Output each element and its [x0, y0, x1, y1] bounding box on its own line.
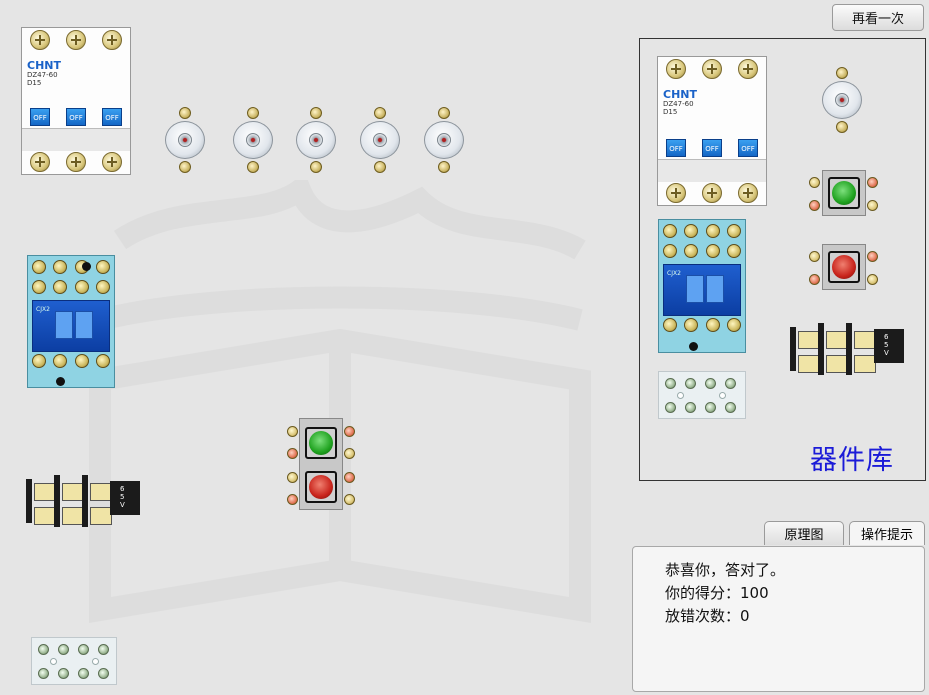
socket-screw-icon	[179, 107, 191, 119]
socket-screw-icon	[247, 107, 259, 119]
socket-placed-3[interactable]	[296, 107, 336, 173]
breaker-brand: CHNT	[27, 59, 61, 72]
library-terminal-block[interactable]: 6 5 V	[788, 323, 906, 377]
button-terminal-icon	[287, 426, 298, 437]
breaker-switch-2[interactable]: OFF	[702, 139, 722, 157]
terminal-screw-icon	[738, 59, 758, 79]
replay-button[interactable]: 再看一次	[832, 4, 924, 31]
socket-screw-icon	[179, 161, 191, 173]
contactor-terminal-icon	[74, 354, 89, 368]
breaker-switch-1[interactable]: OFF	[666, 139, 686, 157]
button-terminal-icon	[287, 472, 298, 483]
terminal-screw-icon	[702, 59, 722, 79]
error-count-line: 放错次数：0	[665, 607, 750, 625]
button-terminal-icon	[344, 472, 355, 483]
socket-placed-5[interactable]	[424, 107, 464, 173]
terminal-screw-icon	[666, 183, 686, 203]
terminal-screw-icon	[666, 59, 686, 79]
library-contactor[interactable]: CJX2	[658, 219, 746, 353]
socket-placed-2[interactable]	[233, 107, 273, 173]
pushbutton-box-placed[interactable]	[299, 418, 343, 510]
score-line: 你的得分：100	[665, 584, 769, 602]
contactor-terminal-icon	[95, 260, 110, 274]
socket-screw-icon	[438, 161, 450, 173]
error-count-value: 0	[740, 607, 750, 625]
socket-placed-4[interactable]	[360, 107, 400, 173]
start-button[interactable]	[309, 431, 333, 455]
socket-placed-1[interactable]	[165, 107, 205, 173]
contactor-core: CJX2	[32, 300, 110, 352]
library-connector-strip[interactable]	[658, 371, 746, 419]
socket-screw-icon	[374, 161, 386, 173]
green-button-icon	[832, 181, 856, 205]
terminal-screw-icon	[738, 183, 758, 203]
contactor-terminal-icon	[53, 260, 68, 274]
terminal-screw-icon	[66, 30, 86, 50]
library-title: 器件库	[810, 445, 894, 476]
breaker-brand: CHNT	[663, 88, 697, 101]
tab-operation-tips[interactable]: 操作提示	[849, 521, 925, 545]
button-terminal-icon	[344, 448, 355, 459]
button-terminal-icon	[344, 494, 355, 505]
result-panel: 恭喜你，答对了。 你的得分：100 放错次数：0	[632, 546, 925, 692]
terminal-screw-icon	[102, 152, 122, 172]
breaker-bottom-terminals	[22, 152, 130, 172]
result-message: 恭喜你，答对了。	[665, 561, 786, 579]
library-start-button[interactable]	[822, 170, 866, 216]
contactor-terminal-icon	[32, 280, 46, 294]
socket-screw-icon	[374, 107, 386, 119]
terminal-screw-icon	[30, 152, 50, 172]
library-stop-button[interactable]	[822, 244, 866, 290]
component-library-panel	[639, 38, 926, 481]
terminal-block-placed[interactable]: 6 5 V	[24, 475, 142, 529]
contactor-terminal-icon	[95, 280, 110, 294]
breaker-switch-3[interactable]: OFF	[738, 139, 758, 157]
socket-screw-icon	[836, 67, 848, 79]
library-socket[interactable]	[822, 67, 862, 133]
breaker-switch-1[interactable]: OFF	[30, 108, 50, 126]
red-button-icon	[832, 255, 856, 279]
contactor-terminal-icon	[53, 354, 68, 368]
terminal-screw-icon	[702, 183, 722, 203]
breaker-top-terminals	[22, 30, 130, 50]
connector-strip-placed[interactable]	[31, 637, 117, 685]
socket-screw-icon	[247, 161, 259, 173]
button-terminal-icon	[287, 494, 298, 505]
score-value: 100	[740, 584, 769, 602]
socket-screw-icon	[836, 121, 848, 133]
terminal-screw-icon	[30, 30, 50, 50]
breaker-bottom-band	[22, 128, 130, 151]
button-terminal-icon	[287, 448, 298, 459]
terminal-screw-icon	[66, 152, 86, 172]
stop-button[interactable]	[309, 475, 333, 499]
socket-screw-icon	[438, 107, 450, 119]
socket-screw-icon	[310, 161, 322, 173]
contactor-terminal-icon	[74, 280, 89, 294]
contactor-placed[interactable]: CJX2	[27, 255, 115, 388]
contactor-terminal-icon	[95, 354, 110, 368]
background-watermark-emblem	[89, 180, 591, 623]
contactor-terminal-icon	[32, 260, 46, 274]
breaker-switch-3[interactable]: OFF	[102, 108, 122, 126]
socket-screw-icon	[310, 107, 322, 119]
breaker-switch-2[interactable]: OFF	[66, 108, 86, 126]
contactor-terminal-icon	[53, 280, 68, 294]
terminal-screw-icon	[102, 30, 122, 50]
button-terminal-icon	[344, 426, 355, 437]
tab-schematic[interactable]: 原理图	[764, 521, 844, 545]
contactor-terminal-icon	[32, 354, 46, 368]
